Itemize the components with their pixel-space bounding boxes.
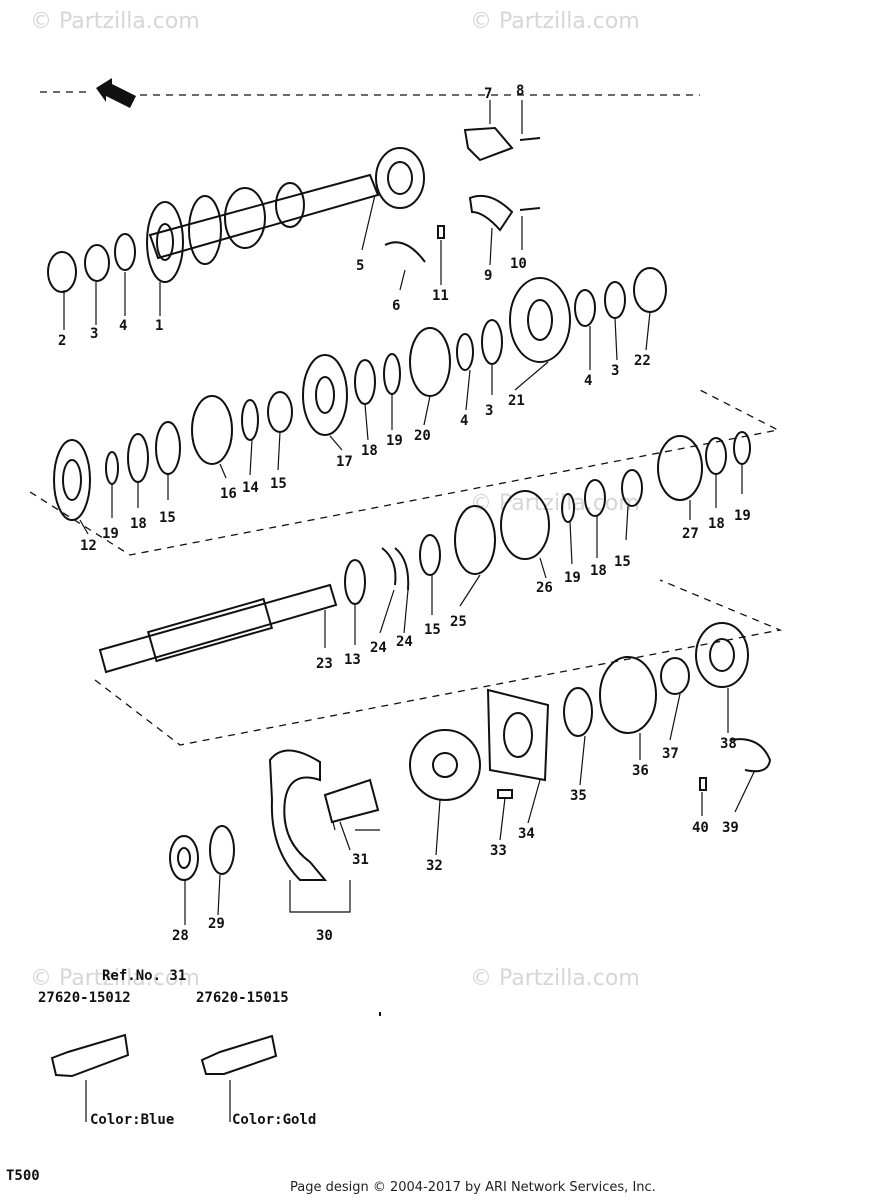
output-shaft-boundary bbox=[94, 579, 783, 746]
callout-24-a: 24 bbox=[370, 640, 387, 656]
callout-3-mid: 3 bbox=[485, 403, 493, 419]
callout-2: 2 bbox=[58, 333, 66, 349]
watermarks: © Partzilla.com © Partzilla.com © Partzi… bbox=[30, 9, 640, 991]
callout-40: 40 bbox=[692, 820, 709, 836]
drive-chain bbox=[268, 749, 380, 881]
callout-labels: 2 3 4 1 5 6 7 8 9 10 11 22 3 4 21 3 4 20… bbox=[58, 83, 751, 944]
callout-5: 5 bbox=[356, 258, 364, 274]
callout-7: 7 bbox=[484, 86, 492, 102]
watermark-top-left: © Partzilla.com bbox=[30, 9, 200, 34]
counter-shaft-boundary bbox=[29, 389, 780, 556]
ref-part-number-b: 27620-15015 bbox=[196, 990, 289, 1006]
callout-32: 32 bbox=[426, 858, 443, 874]
front-arrow-icon bbox=[96, 78, 136, 108]
counter-shaft-gears bbox=[53, 267, 667, 521]
ref-part-number-a: 27620-15012 bbox=[38, 990, 131, 1006]
callout-3-upper: 3 bbox=[611, 363, 619, 379]
callout-15-right: 15 bbox=[614, 554, 631, 570]
watermark-top-right: © Partzilla.com bbox=[470, 9, 640, 34]
callout-25: 25 bbox=[450, 614, 467, 630]
drive-shaft-assembly bbox=[47, 126, 541, 293]
callout-39: 39 bbox=[722, 820, 739, 836]
callout-21: 21 bbox=[508, 393, 525, 409]
callout-16: 16 bbox=[220, 486, 237, 502]
watermark-middle: © Partzilla.com bbox=[470, 491, 640, 516]
page-design-footer: Page design © 2004-2017 by ARI Network S… bbox=[290, 1180, 656, 1195]
callout-36: 36 bbox=[632, 763, 649, 779]
callout-4: 4 bbox=[119, 318, 127, 334]
callout-14: 14 bbox=[242, 480, 259, 496]
callout-20: 20 bbox=[414, 428, 431, 444]
chain-joint-blue bbox=[50, 1033, 130, 1078]
color-blue-label: Color:Blue bbox=[90, 1112, 175, 1128]
callout-18-left: 18 bbox=[130, 516, 147, 532]
callout-4-mid: 4 bbox=[460, 413, 468, 429]
callout-18-right: 18 bbox=[708, 516, 725, 532]
callout-15-left: 15 bbox=[159, 510, 176, 526]
sprocket-and-cover-parts bbox=[409, 622, 772, 801]
callout-38: 38 bbox=[720, 736, 737, 752]
callout-6: 6 bbox=[392, 298, 400, 314]
ref-number-title: Ref.No. 31 bbox=[102, 968, 187, 984]
callout-9: 9 bbox=[484, 268, 492, 284]
callout-15-upper: 15 bbox=[270, 476, 287, 492]
callout-8: 8 bbox=[516, 83, 524, 99]
chain-joint-gold bbox=[200, 1034, 278, 1075]
callout-18-mid: 18 bbox=[590, 563, 607, 579]
callout-34: 34 bbox=[518, 826, 535, 842]
callout-15-lower: 15 bbox=[424, 622, 441, 638]
callout-37: 37 bbox=[662, 746, 679, 762]
output-shaft-assembly bbox=[98, 431, 751, 674]
callout-19-upper: 19 bbox=[386, 433, 403, 449]
callout-24-b: 24 bbox=[396, 634, 413, 650]
callout-4-upper: 4 bbox=[584, 373, 592, 389]
callout-13: 13 bbox=[344, 652, 361, 668]
callout-29: 29 bbox=[208, 916, 225, 932]
callout-11: 11 bbox=[432, 288, 449, 304]
callout-27: 27 bbox=[682, 526, 699, 542]
callout-18-upper: 18 bbox=[361, 443, 378, 459]
callout-31: 31 bbox=[352, 852, 369, 868]
callout-22: 22 bbox=[634, 353, 651, 369]
callout-10: 10 bbox=[510, 256, 527, 272]
top-dash-line bbox=[40, 91, 700, 96]
callout-19-mid: 19 bbox=[564, 570, 581, 586]
color-leaders bbox=[85, 1080, 231, 1122]
callout-17: 17 bbox=[336, 454, 353, 470]
callout-23: 23 bbox=[316, 656, 333, 672]
callout-1: 1 bbox=[155, 318, 163, 334]
watermark-bottom-right: © Partzilla.com bbox=[470, 966, 640, 991]
color-gold-label: Color:Gold bbox=[232, 1112, 317, 1128]
callout-35: 35 bbox=[570, 788, 587, 804]
callout-28: 28 bbox=[172, 928, 189, 944]
callout-33: 33 bbox=[490, 843, 507, 859]
callout-19-right: 19 bbox=[734, 508, 751, 524]
watermark-bottom-left: © Partzilla.com bbox=[30, 966, 200, 991]
callout-30: 30 bbox=[316, 928, 333, 944]
model-label: T500 bbox=[6, 1168, 40, 1184]
callout-26: 26 bbox=[536, 580, 553, 596]
callout-19-left: 19 bbox=[102, 526, 119, 542]
callout-12: 12 bbox=[80, 538, 97, 554]
callout-3: 3 bbox=[90, 326, 98, 342]
